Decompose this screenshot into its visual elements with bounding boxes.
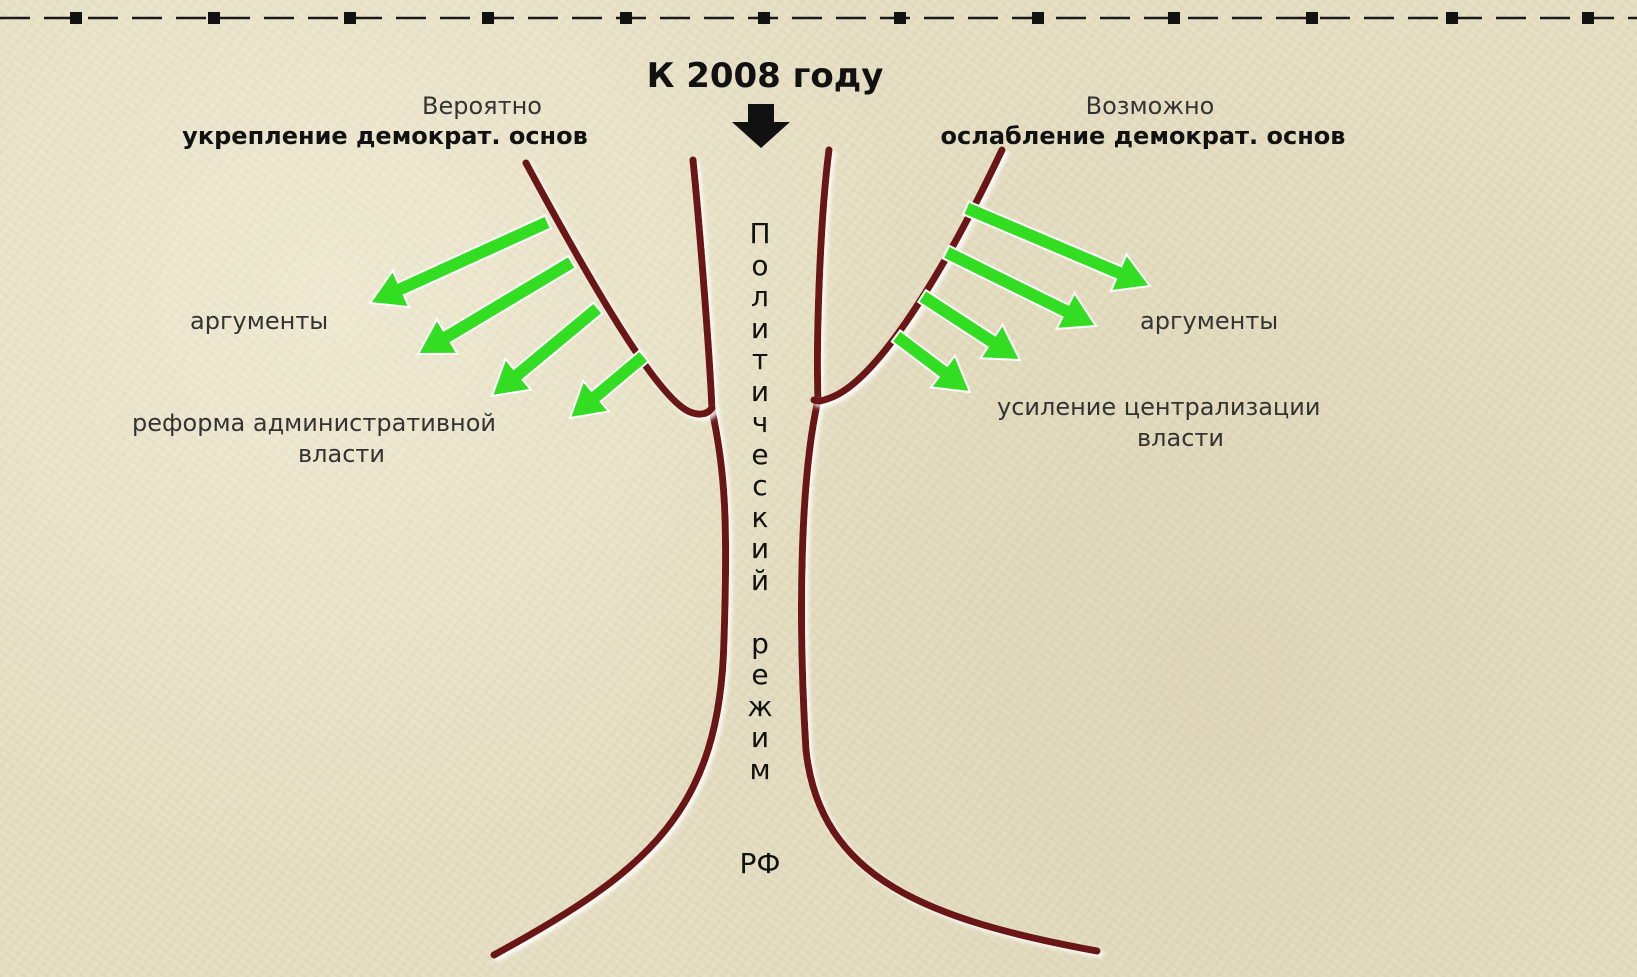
trunk-letter: е <box>730 439 790 471</box>
trunk-letter: й <box>730 565 790 597</box>
divider-node <box>482 12 494 24</box>
trunk-letter: и <box>730 533 790 565</box>
diagram-title: К 2008 году <box>560 56 970 96</box>
argument-arrow <box>892 330 970 392</box>
divider-node <box>894 12 906 24</box>
right-arguments-label: аргументы <box>1140 307 1278 335</box>
right-example-line1: усиление централизации <box>997 393 1320 421</box>
trunk-letter: ч <box>730 407 790 439</box>
left-qualifier: Вероятно <box>302 92 662 120</box>
right-heading: ослабление демократ. основ <box>893 122 1393 150</box>
divider-node <box>70 12 82 24</box>
trunk-letter: м <box>730 754 790 786</box>
trunk-right-edge <box>802 150 1097 951</box>
trunk-letter: и <box>730 722 790 754</box>
trunk-letter: л <box>730 281 790 313</box>
trunk-letter: к <box>730 502 790 534</box>
trunk-letter: е <box>730 659 790 691</box>
right-qualifier: Возможно <box>1020 92 1280 120</box>
trunk-letter: ж <box>730 691 790 723</box>
trunk-word-gap <box>730 596 790 628</box>
divider-node <box>620 12 632 24</box>
divider-node <box>1446 12 1458 24</box>
trunk-letter: с <box>730 470 790 502</box>
argument-arrow <box>492 303 603 396</box>
divider-node <box>1306 12 1318 24</box>
divider-node <box>758 12 770 24</box>
trunk-letter: и <box>730 376 790 408</box>
left-arguments-label: аргументы <box>190 307 328 335</box>
trunk-letter: т <box>730 344 790 376</box>
argument-arrow <box>570 351 649 418</box>
divider-node <box>344 12 356 24</box>
right-example-line2: власти <box>1137 424 1224 452</box>
divider-node <box>1168 12 1180 24</box>
argument-arrow <box>918 290 1020 360</box>
right-branch-line <box>814 150 1002 401</box>
left-example-line2: власти <box>298 440 385 468</box>
divider-node <box>1032 12 1044 24</box>
trunk-letter: и <box>730 313 790 345</box>
trunk-letter: р <box>730 628 790 660</box>
divider-node <box>1582 12 1594 24</box>
left-example-line1: реформа административной <box>132 409 496 437</box>
left-heading: укрепление демократ. основ <box>130 122 640 150</box>
divider-node <box>208 12 220 24</box>
trunk-word-rf: РФ <box>730 848 790 880</box>
trunk-letter: П <box>730 218 790 250</box>
down-arrow-icon <box>732 104 790 148</box>
trunk-letter: о <box>730 250 790 282</box>
trunk-word-gap <box>730 817 790 849</box>
right-argument-arrows <box>892 202 1150 392</box>
trunk-word-gap <box>730 785 790 817</box>
left-argument-arrows <box>370 216 649 418</box>
